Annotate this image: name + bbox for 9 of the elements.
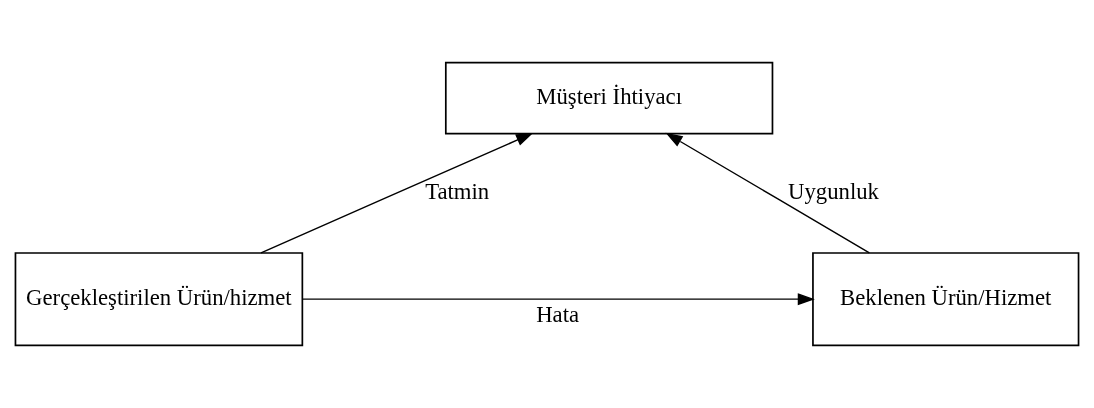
edge-label: Hata [536, 301, 580, 327]
node-box: Gerçekleştirilen Ürün/hizmet [14, 252, 304, 347]
arrow [302, 293, 815, 306]
node-box: Müşteri İhtiyacı [444, 61, 774, 135]
edge-label: Uygunluk [788, 178, 879, 204]
arrow [260, 133, 534, 254]
edge-label: Tatmin [425, 178, 490, 204]
node-box: Beklenen Ürün/Hizmet [812, 252, 1080, 347]
arrow [665, 132, 871, 254]
